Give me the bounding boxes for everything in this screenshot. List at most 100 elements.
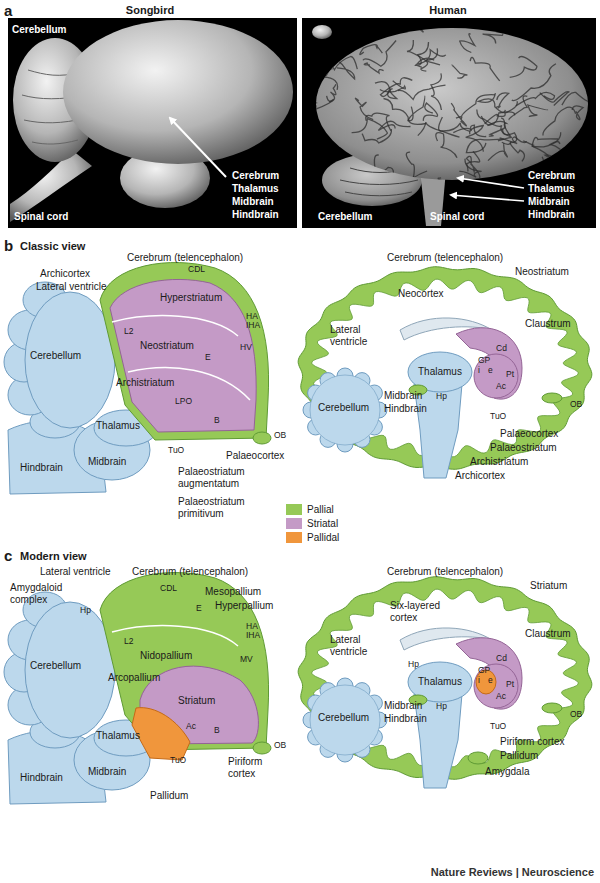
sulcus-line: [460, 34, 475, 53]
legend-text: Pallial: [307, 504, 334, 515]
region-label: Cerebellum: [30, 660, 81, 672]
sulcus-line: [407, 40, 438, 60]
region-abbrev: GP: [478, 356, 490, 366]
pointer-arrow: [170, 118, 226, 177]
region-label: Neocortex: [398, 288, 444, 300]
region-label: Hindbrain: [20, 772, 63, 784]
sulcus-line: [431, 73, 441, 110]
region-abbrev: LPO: [175, 397, 192, 407]
photo-label: Hindbrain: [528, 209, 575, 221]
striatum-body: [474, 354, 518, 398]
region-abbrev: B: [214, 726, 220, 736]
legend-swatch: [286, 504, 302, 515]
region-label: Pallidum: [150, 790, 188, 802]
region-label: Lateral ventricle: [330, 324, 380, 347]
region-label: Palaeostriatum augmentatum: [178, 466, 278, 489]
region-label: Arcopallium: [108, 672, 160, 684]
panel-title: Classic view: [20, 240, 85, 253]
photo-label: Cerebrum: [232, 170, 279, 182]
region-label: Lateral ventricle: [330, 634, 380, 657]
sulcus-line: [375, 82, 397, 99]
photo-label: Cerebrum: [528, 170, 575, 182]
legend-text: Pallidal: [307, 532, 339, 543]
cerebellum-lobe: [25, 292, 115, 428]
panel-letter: b: [4, 237, 13, 254]
legend-row: Pallidal: [286, 530, 339, 544]
sulcus-line: [436, 133, 457, 158]
panel-title: Modern view: [20, 550, 87, 563]
legend: PallialStriatalPallidal: [286, 502, 339, 544]
region-label: Claustrum: [525, 318, 571, 330]
sulcus-line: [466, 126, 484, 152]
sulcus-line: [364, 63, 383, 73]
region-abbrev: Ac: [186, 722, 196, 732]
region-abbrev: OB: [274, 741, 286, 751]
region-abbrev: Ac: [496, 382, 506, 392]
panel-letter: c: [4, 547, 12, 564]
sulcus-line: [532, 137, 558, 158]
region-label: Cerebrum (telencephalon): [387, 566, 503, 578]
sulcus-line: [496, 93, 509, 108]
striatal-region: [110, 279, 256, 432]
photo-ground: [302, 18, 596, 228]
human-schematic: [298, 267, 592, 478]
sulcus-line: [483, 21, 503, 44]
region-label: Archicortex: [455, 470, 505, 482]
sulcus-line: [360, 45, 383, 55]
region-label: Thalamus: [96, 420, 140, 432]
region-abbrev: OB: [570, 710, 582, 720]
region-label: Midbrain: [384, 390, 422, 402]
panel-title: Human: [429, 4, 466, 17]
photo-ground: [8, 18, 297, 228]
region-label: Archistriatum: [470, 456, 528, 468]
region-label: Midbrain: [384, 700, 422, 712]
region-label: Hindbrain: [20, 462, 63, 474]
region-label: Palaeostriatum: [490, 442, 557, 454]
region-label: Mesopallium: [205, 586, 261, 598]
region-abbrev: Cd: [496, 654, 507, 664]
region-abbrev: Pt: [506, 370, 514, 380]
olfactory-bulb: [542, 703, 562, 713]
photo-label: Thalamus: [232, 183, 279, 195]
photo-label: Hindbrain: [232, 209, 279, 221]
sulcus-line: [467, 151, 480, 171]
sulcus-line: [406, 152, 427, 178]
region-abbrev: TuO: [170, 756, 186, 766]
journal-credit: Nature Reviews | Neuroscience: [431, 866, 594, 879]
region-abbrev: L2: [124, 327, 133, 337]
region-abbrev: Hp: [436, 702, 447, 712]
region-abbrev: i: [478, 676, 480, 686]
sulcus-line: [516, 92, 555, 106]
region-abbrev: TuO: [168, 446, 184, 456]
region-label: Cerebrum (telencephalon): [132, 566, 248, 578]
region-abbrev: e: [488, 366, 493, 376]
region-abbrev: CDL: [188, 265, 205, 275]
region-abbrev: Pt: [506, 680, 514, 690]
region-label: Cerebrum (telencephalon): [127, 252, 243, 264]
panel-title: Songbird: [126, 4, 174, 17]
region-abbrev: Ac: [496, 692, 506, 702]
pallidum-shape: [132, 708, 190, 760]
sulcus-line: [545, 155, 565, 166]
region-label: Palaeostriatum primitivum: [178, 496, 278, 519]
region-abbrev: Hp: [80, 606, 91, 616]
sulcus-line: [550, 142, 567, 166]
region-label: Piriform cortex: [500, 736, 564, 748]
sulcus-line: [452, 65, 467, 78]
sulcus-line: [528, 105, 548, 116]
sulcus-line: [542, 151, 562, 171]
cerebellum-lobe: [25, 602, 115, 738]
sulcus-line: [571, 20, 591, 35]
region-label: Cerebellum: [318, 402, 369, 414]
sulcus-line: [433, 178, 445, 196]
olfactory-bulb: [253, 742, 271, 754]
region-abbrev: IHA: [246, 321, 260, 331]
region-abbrev: TuO: [490, 412, 506, 422]
sulcus-line: [309, 96, 334, 110]
sulcus-line: [302, 36, 327, 55]
region-label: Amygdaloid complex: [10, 582, 70, 605]
cerebellum-shape: [310, 685, 380, 755]
legend-row: Striatal: [286, 516, 339, 530]
region-label: Six-layered cortex: [390, 600, 452, 623]
sulcus-line: [481, 112, 514, 125]
